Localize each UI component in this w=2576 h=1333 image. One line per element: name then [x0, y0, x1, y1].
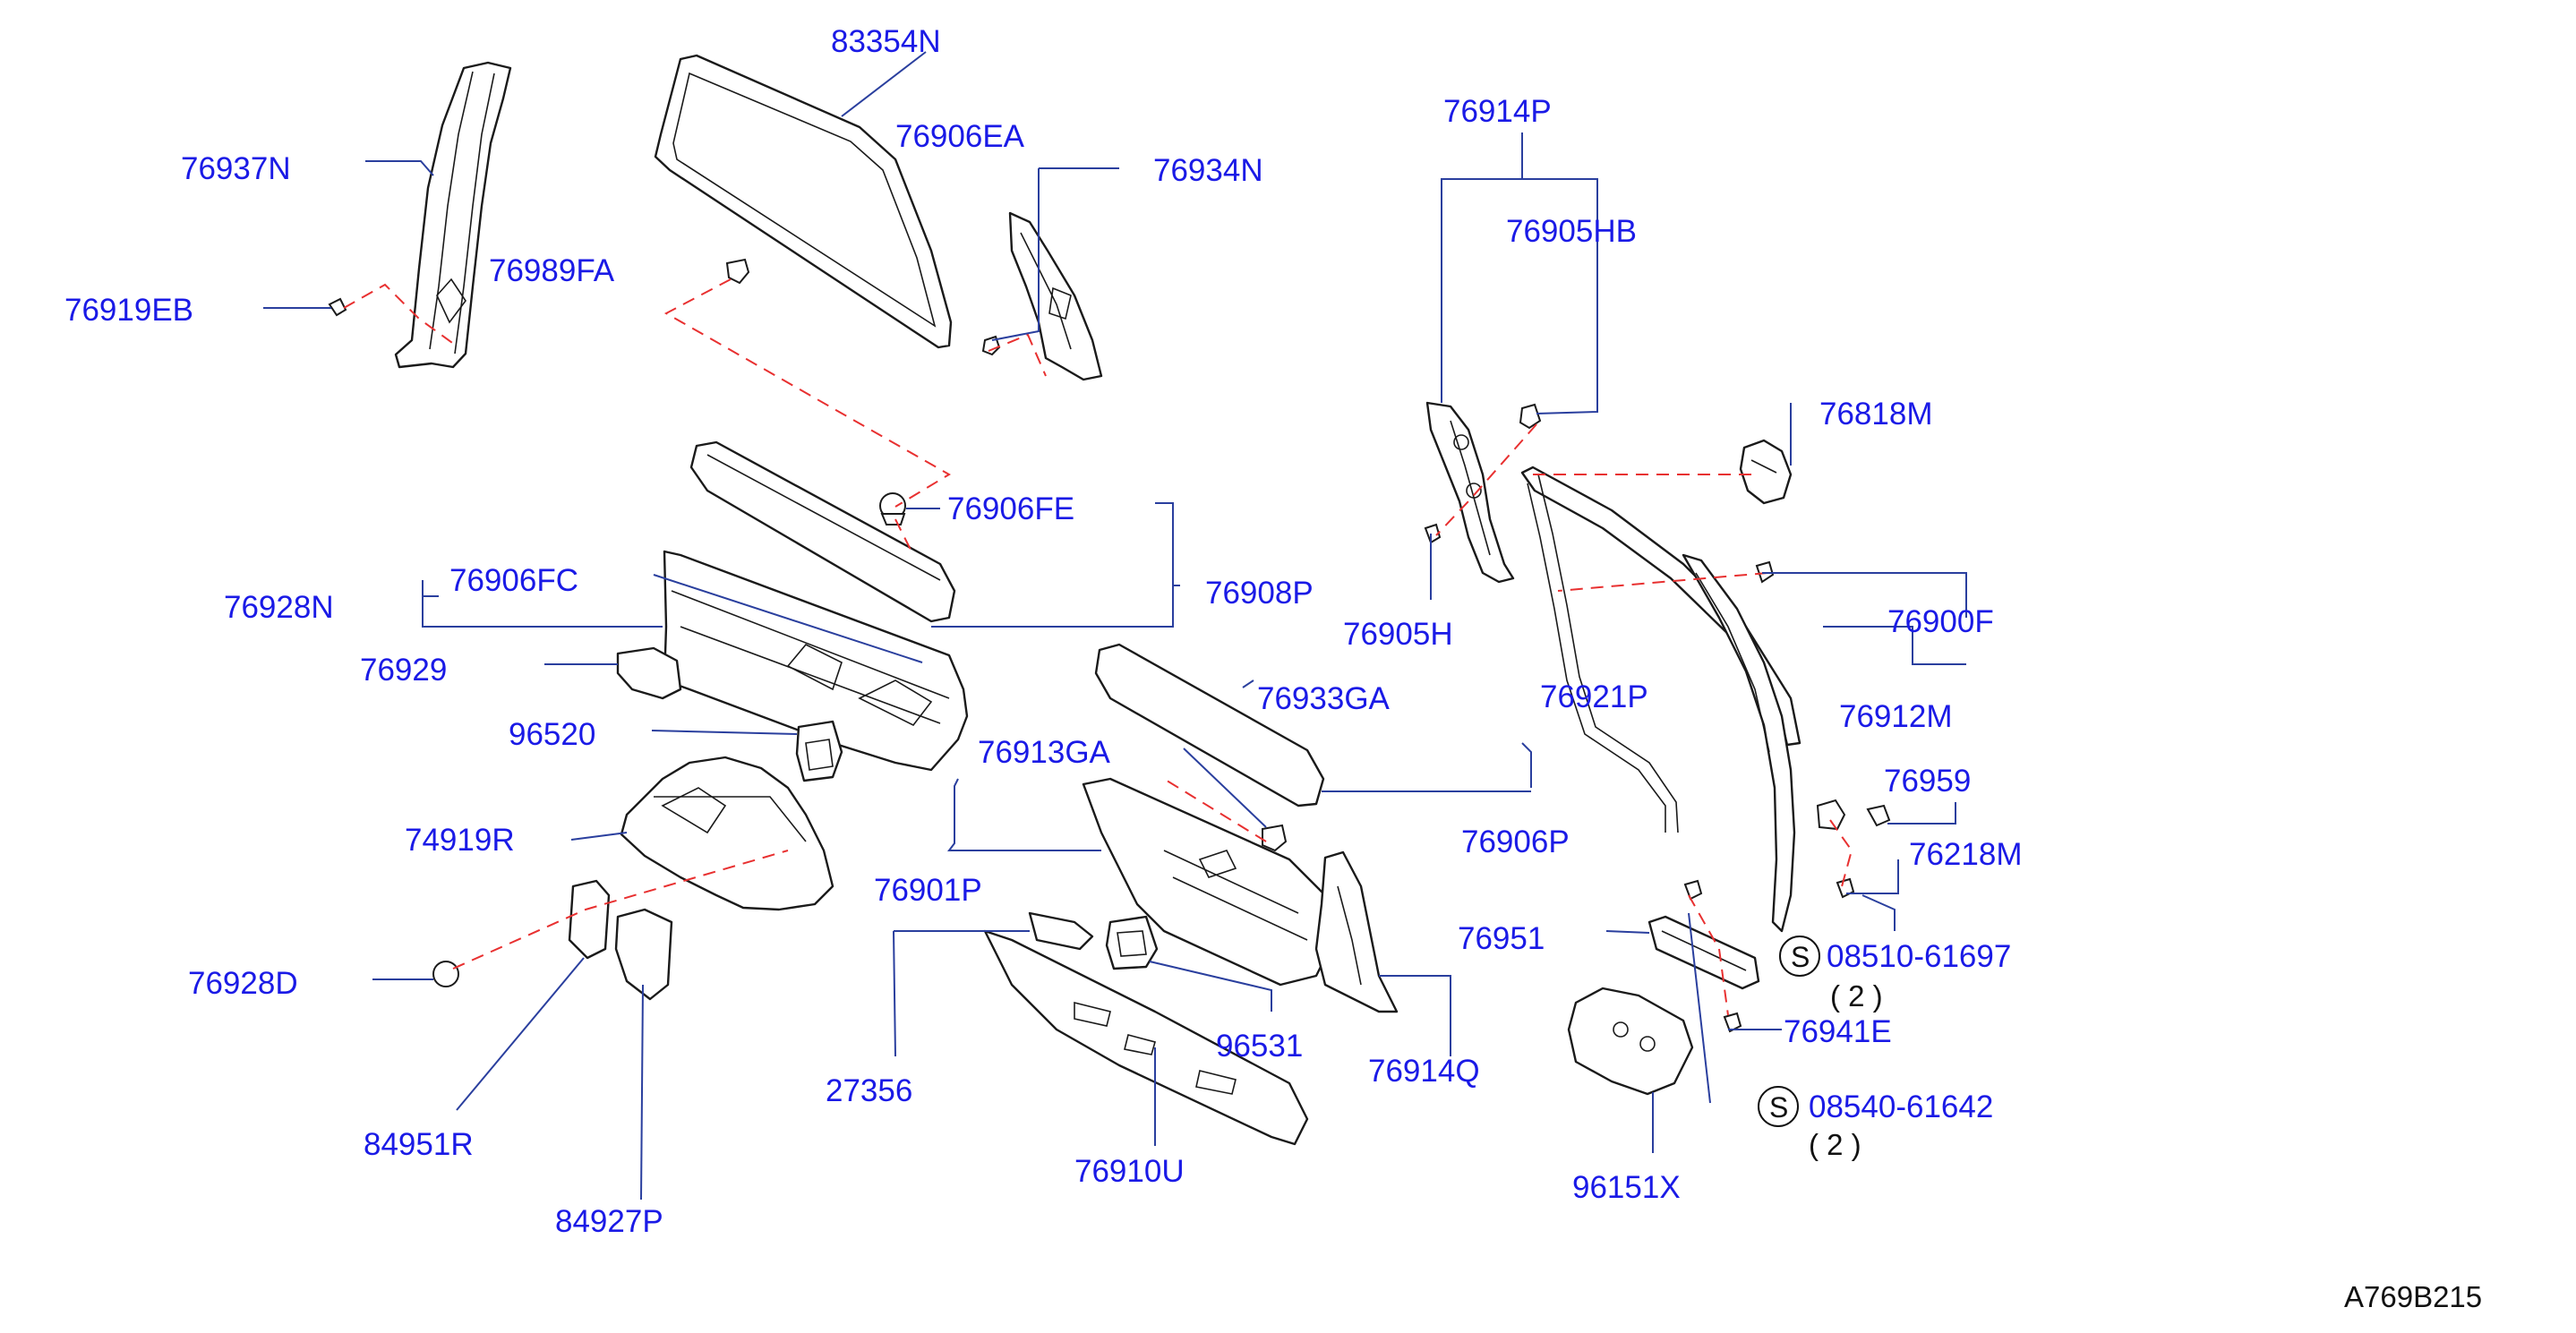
label-76905H[interactable]: 76905H	[1343, 617, 1453, 652]
label-76912M[interactable]: 76912M	[1839, 699, 1952, 734]
part-76908P-shape	[689, 440, 956, 623]
label-76914P[interactable]: 76914P	[1443, 94, 1552, 129]
qty-08540-61642: ( 2 )	[1809, 1128, 1861, 1161]
label-76913GA[interactable]: 76913GA	[978, 735, 1111, 770]
part-screws	[1683, 879, 1742, 1033]
part-27356-shape	[1028, 911, 1094, 951]
part-83354N-shape	[654, 54, 953, 349]
part-96520-shape	[795, 720, 843, 782]
label-76914Q[interactable]: 76914Q	[1368, 1054, 1480, 1089]
label-74919R[interactable]: 74919R	[405, 823, 515, 858]
label-84927P[interactable]: 84927P	[555, 1204, 663, 1239]
label-08510-61697[interactable]: 08510-61697	[1827, 939, 2011, 974]
part-76910U-shape	[983, 929, 1309, 1146]
label-83354N[interactable]: 83354N	[831, 24, 941, 59]
part-76901P-shape	[1082, 777, 1336, 987]
label-76818M[interactable]: 76818M	[1819, 397, 1932, 432]
part-76921P-shape	[1520, 466, 1801, 833]
label-76951[interactable]: 76951	[1458, 921, 1545, 956]
part-76900F-shape	[1682, 553, 1796, 933]
qty-08510-61697: ( 2 )	[1830, 979, 1883, 1013]
part-74919R-shape	[620, 756, 834, 911]
screw-symbol-1: S	[1791, 941, 1810, 973]
label-96531[interactable]: 96531	[1216, 1029, 1303, 1064]
label-76901P[interactable]: 76901P	[874, 873, 982, 908]
screw-symbol-circle-1	[1779, 936, 1820, 977]
part-76914P-shape	[1425, 401, 1515, 584]
label-27356[interactable]: 27356	[826, 1073, 912, 1108]
leader-lines	[263, 51, 1967, 1201]
screw-symbol-2: S	[1769, 1091, 1788, 1124]
label-76933GA[interactable]: 76933GA	[1257, 681, 1391, 716]
part-76934N-shape	[1008, 211, 1103, 381]
label-76906FC[interactable]: 76906FC	[449, 563, 578, 598]
part-76913GA-shape	[1262, 824, 1288, 852]
part-76914Q-shape	[1314, 850, 1399, 1013]
part-clips-top	[328, 258, 1001, 356]
part-84927P-shape	[614, 908, 673, 1001]
part-76951-shape	[1647, 915, 1760, 990]
label-96520[interactable]: 96520	[509, 717, 595, 752]
label-76928N[interactable]: 76928N	[224, 590, 334, 625]
part-76818M-shape	[1739, 439, 1793, 505]
part-84951R-shape	[568, 879, 611, 960]
label-76959[interactable]: 76959	[1884, 764, 1971, 799]
part-96531-shape	[1105, 915, 1159, 970]
label-84951R[interactable]: 84951R	[364, 1127, 474, 1162]
part-labels: 83354N 76937N 76906EA 76934N 76989FA 769…	[64, 24, 2482, 1313]
label-76919EB[interactable]: 76919EB	[64, 293, 193, 328]
label-76937N[interactable]: 76937N	[181, 151, 291, 186]
label-76218M[interactable]: 76218M	[1909, 837, 2022, 872]
label-96151X[interactable]: 96151X	[1572, 1170, 1681, 1205]
label-76905HB[interactable]: 76905HB	[1506, 214, 1637, 249]
label-76934N[interactable]: 76934N	[1153, 153, 1263, 188]
part-76905HB-clip	[1424, 403, 1542, 544]
label-76921P[interactable]: 76921P	[1540, 679, 1648, 714]
part-76928D-shape	[432, 961, 459, 987]
label-76989FA[interactable]: 76989FA	[489, 253, 615, 288]
part-76937N-shape	[394, 61, 512, 369]
label-76928D[interactable]: 76928D	[188, 966, 298, 1001]
label-08540-61642[interactable]: 08540-61642	[1809, 1089, 1993, 1124]
label-76908P[interactable]: 76908P	[1205, 576, 1314, 611]
screw-symbol-circle-2	[1758, 1086, 1799, 1127]
assembly-dashes	[343, 278, 1853, 1016]
part-76929-shape	[616, 646, 682, 700]
label-76906FE[interactable]: 76906FE	[947, 491, 1074, 526]
part-76906FE-shape	[879, 492, 906, 526]
label-76906EA[interactable]: 76906EA	[895, 119, 1025, 154]
label-76929[interactable]: 76929	[360, 653, 447, 688]
part-96151X-shape	[1567, 987, 1694, 1096]
label-76900F[interactable]: 76900F	[1887, 604, 1994, 639]
label-76941E[interactable]: 76941E	[1784, 1014, 1892, 1049]
label-76906P[interactable]: 76906P	[1461, 825, 1570, 859]
label-76910U[interactable]: 76910U	[1074, 1154, 1185, 1189]
diagram-code: A769B215	[2344, 1280, 2482, 1313]
part-76933GA-shape	[1094, 643, 1325, 807]
